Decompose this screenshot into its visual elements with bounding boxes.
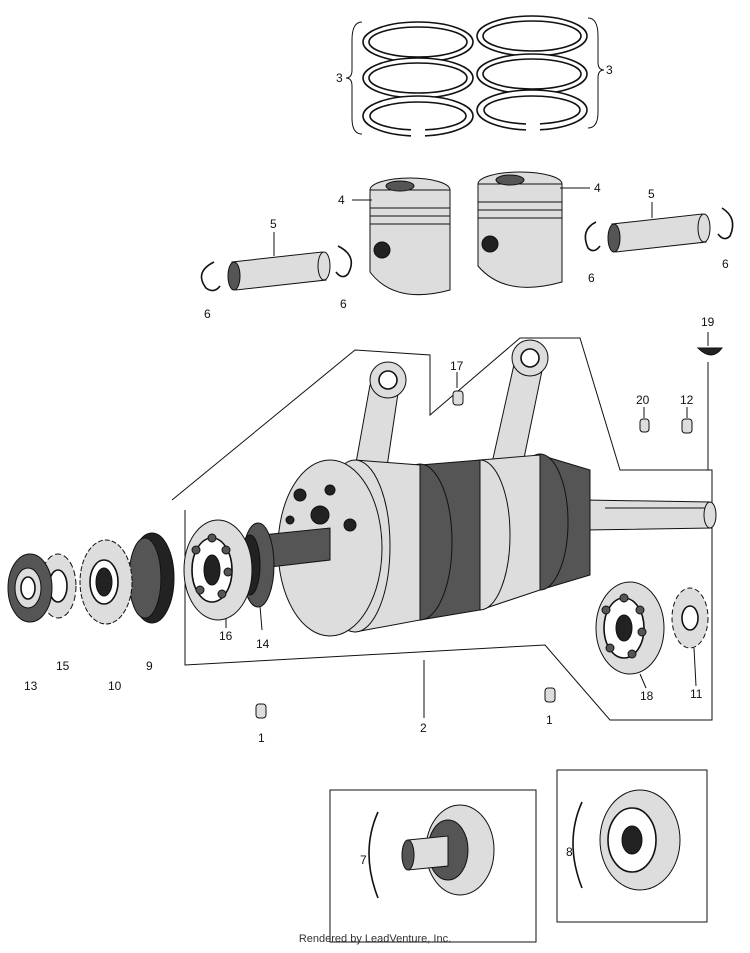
inset-box-7 xyxy=(329,789,537,943)
callout-12: 12 xyxy=(680,393,694,407)
ring-brace-left xyxy=(345,21,363,135)
callout-3-left: 3 xyxy=(336,71,343,85)
callout-20: 20 xyxy=(636,393,650,407)
bearing-16 xyxy=(183,519,253,621)
piston-pin-right xyxy=(607,213,711,253)
callout-5-left: 5 xyxy=(270,217,277,231)
callout-6-b: 6 xyxy=(340,297,347,311)
dowel-pin-12 xyxy=(681,418,693,434)
nut-13 xyxy=(7,553,53,623)
inset-7-shaft-part xyxy=(368,804,495,899)
render-credit: Rendered by LeadVenture, Inc. xyxy=(298,933,452,945)
callout-10: 10 xyxy=(108,679,122,693)
callout-19: 19 xyxy=(701,315,715,329)
callout-4-right: 4 xyxy=(594,181,601,195)
callout-11: 11 xyxy=(690,687,703,701)
clip-left-inner xyxy=(335,245,353,278)
ring-brace-right xyxy=(587,17,605,129)
dowel-pin-17 xyxy=(452,390,464,406)
piston-pin-left xyxy=(227,251,331,291)
callout-4-left: 4 xyxy=(338,193,345,207)
callout-5-right: 5 xyxy=(648,187,655,201)
piston-right xyxy=(477,171,563,288)
crankshaft-webs xyxy=(277,453,591,637)
bearing-18 xyxy=(595,581,665,675)
callout-17: 17 xyxy=(450,359,464,373)
callout-15: 15 xyxy=(56,659,70,673)
crank-assembly-outline xyxy=(171,337,713,721)
woodruff-key-19 xyxy=(696,347,723,356)
gear-10 xyxy=(79,539,133,625)
piston-left xyxy=(369,177,451,296)
callout-7: 7 xyxy=(360,853,367,867)
gear-9 xyxy=(128,532,175,624)
clip-left-outer xyxy=(200,261,221,292)
dowel-pin-20 xyxy=(639,418,650,433)
piston-rings-left xyxy=(362,21,474,138)
connecting-rod-right xyxy=(489,339,549,473)
piston-rings-right xyxy=(476,15,588,132)
callout-14: 14 xyxy=(256,637,270,651)
callout-6-c: 6 xyxy=(588,271,595,285)
callout-3-right: 3 xyxy=(606,63,613,77)
callout-13: 13 xyxy=(24,679,38,693)
dowel-pin-1-left xyxy=(255,703,267,719)
callout-18: 18 xyxy=(640,689,654,703)
callout-9: 9 xyxy=(146,659,153,673)
callout-6-a: 6 xyxy=(204,307,211,321)
callout-2: 2 xyxy=(420,721,427,735)
connecting-rod-left xyxy=(351,361,407,486)
clip-right-outer xyxy=(584,221,601,252)
dowel-pin-1-right xyxy=(544,687,556,703)
callout-16: 16 xyxy=(219,629,233,643)
clip-right-inner xyxy=(717,207,734,240)
callout-1-left: 1 xyxy=(258,731,265,745)
inset-box-8 xyxy=(556,769,708,923)
sprocket-11 xyxy=(671,587,709,649)
callout-8: 8 xyxy=(566,845,573,859)
inset-8-bearing-part xyxy=(572,789,681,891)
callout-1-right: 1 xyxy=(546,713,553,727)
callout-6-d: 6 xyxy=(722,257,729,271)
crankshaft-output-shaft xyxy=(584,499,717,531)
